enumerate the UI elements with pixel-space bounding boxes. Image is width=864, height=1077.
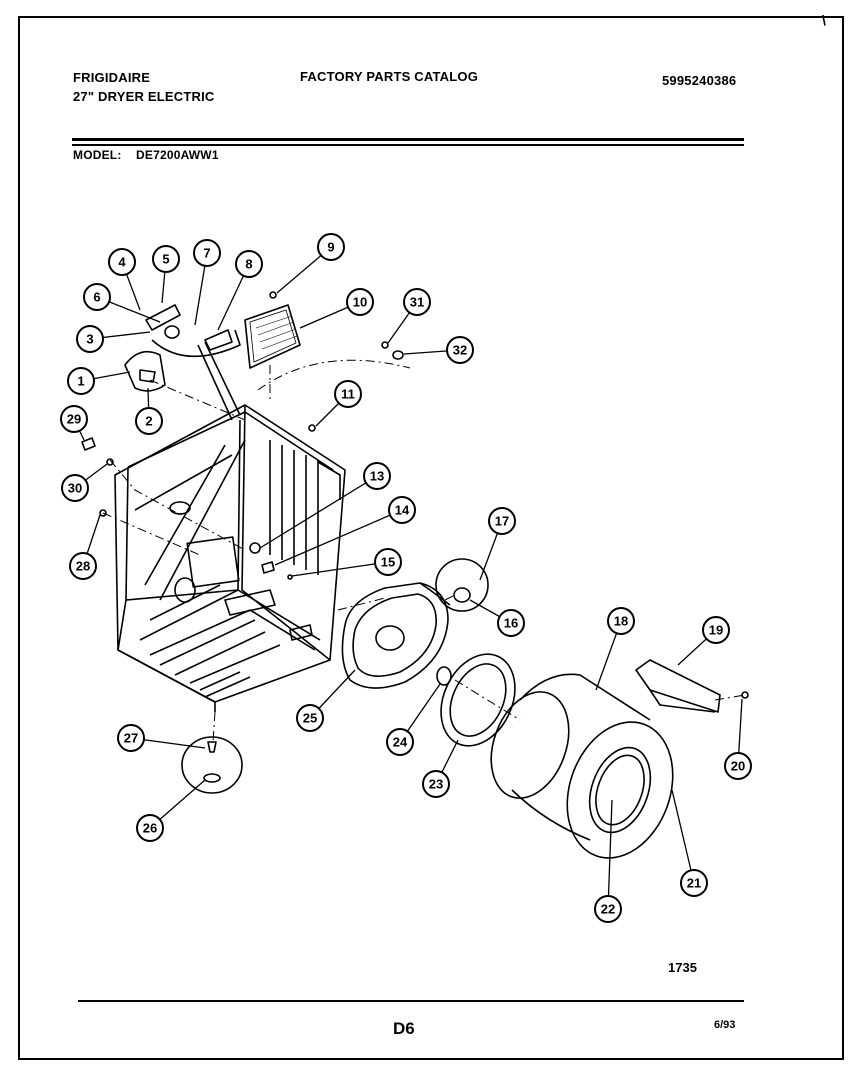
brand-label: FRIGIDAIRE bbox=[73, 70, 151, 85]
callout-label-13: 13 bbox=[370, 469, 384, 484]
footer-rule bbox=[78, 1000, 744, 1002]
callout-label-6: 6 bbox=[93, 290, 100, 305]
callout-label-1: 1 bbox=[77, 374, 84, 389]
page-code: D6 bbox=[393, 1019, 415, 1038]
routing-lines bbox=[102, 359, 746, 743]
callout-bubble-19 bbox=[702, 616, 730, 644]
leader-line-13 bbox=[259, 475, 378, 549]
callout-bubble-32 bbox=[446, 336, 474, 364]
page-border bbox=[18, 16, 844, 1060]
callout-bubble-18 bbox=[607, 607, 635, 635]
callout-bubble-21 bbox=[680, 869, 708, 897]
callout-bubble-29 bbox=[60, 405, 88, 433]
callout-label-4: 4 bbox=[118, 255, 126, 270]
leveling-leg-drawing bbox=[181, 736, 243, 794]
inset-part-17-drawing bbox=[435, 558, 489, 612]
catalog-title: FACTORY PARTS CATALOG bbox=[300, 69, 479, 84]
callout-label-27: 27 bbox=[124, 731, 138, 746]
callout-label-21: 21 bbox=[687, 876, 701, 891]
callout-bubble-7 bbox=[193, 239, 221, 267]
callout-label-5: 5 bbox=[162, 252, 169, 267]
footer-date: 6/93 bbox=[714, 1019, 736, 1031]
callout-label-8: 8 bbox=[245, 257, 252, 272]
callout-label-18: 18 bbox=[614, 614, 628, 629]
callout-label-3: 3 bbox=[86, 332, 93, 347]
callout-label-32: 32 bbox=[453, 343, 467, 358]
thermostat-drawing bbox=[124, 350, 166, 392]
drum-seal-drawing bbox=[436, 653, 516, 747]
callout-bubble-23 bbox=[422, 770, 450, 798]
callout-bubble-2 bbox=[135, 407, 163, 435]
reference-number: 1735 bbox=[668, 960, 697, 975]
callout-bubble-4 bbox=[108, 248, 136, 276]
callout-bubble-11 bbox=[334, 380, 362, 408]
drum-drawing bbox=[490, 673, 674, 859]
leader-line-22 bbox=[607, 799, 613, 910]
lint-screen-drawing bbox=[244, 304, 301, 369]
callout-label-29: 29 bbox=[67, 412, 81, 427]
callout-label-15: 15 bbox=[381, 555, 395, 570]
callout-bubble-13 bbox=[363, 462, 391, 490]
callout-bubble-5 bbox=[152, 245, 180, 273]
callout-bubble-31 bbox=[403, 288, 431, 316]
callout-bubble-3 bbox=[76, 325, 104, 353]
callout-label-7: 7 bbox=[203, 246, 210, 261]
leader-line-15 bbox=[291, 561, 389, 577]
callout-bubble-6 bbox=[83, 283, 111, 311]
callout-bubble-27 bbox=[117, 724, 145, 752]
callout-label-10: 10 bbox=[353, 295, 367, 310]
callout-label-17: 17 bbox=[495, 514, 509, 529]
cabinet-drawing bbox=[114, 404, 346, 712]
callout-bubble-26 bbox=[136, 814, 164, 842]
callout-bubble-14 bbox=[388, 496, 416, 524]
callout-bubble-22 bbox=[594, 895, 622, 923]
model-label: MODEL: bbox=[73, 148, 122, 162]
callout-label-19: 19 bbox=[709, 623, 723, 638]
header-rule-top bbox=[72, 138, 744, 141]
leader-line-14 bbox=[274, 509, 403, 566]
corner-mark: \ bbox=[822, 12, 826, 28]
callout-bubble-8 bbox=[235, 250, 263, 278]
leader-line-21 bbox=[671, 789, 695, 884]
callout-label-20: 20 bbox=[731, 759, 745, 774]
callout-label-11: 11 bbox=[341, 387, 355, 402]
callout-bubble-28 bbox=[69, 552, 97, 580]
callout-bubble-17 bbox=[488, 507, 516, 535]
callout-label-9: 9 bbox=[327, 240, 334, 255]
catalog-number: 5995240386 bbox=[662, 73, 737, 88]
model-value: DE7200AWW1 bbox=[136, 148, 219, 162]
baffle-drawing bbox=[635, 659, 721, 713]
callout-label-2: 2 bbox=[145, 414, 152, 429]
callout-label-22: 22 bbox=[601, 902, 615, 917]
callout-label-24: 24 bbox=[393, 735, 408, 750]
callout-bubble-16 bbox=[497, 609, 525, 637]
callout-bubble-20 bbox=[724, 752, 752, 780]
callout-label-26: 26 bbox=[143, 821, 157, 836]
callout-bubble-30 bbox=[61, 474, 89, 502]
callout-bubble-9 bbox=[317, 233, 345, 261]
callout-bubble-25 bbox=[296, 704, 324, 732]
callout-label-14: 14 bbox=[395, 503, 410, 518]
callout-bubble-10 bbox=[346, 288, 374, 316]
control-parts-drawing bbox=[145, 304, 241, 421]
callout-label-16: 16 bbox=[504, 616, 518, 631]
callout-label-31: 31 bbox=[410, 295, 424, 310]
callout-bubble-24 bbox=[386, 728, 414, 756]
front-bulkhead-drawing bbox=[341, 582, 451, 689]
callout-bubble-15 bbox=[374, 548, 402, 576]
callout-label-28: 28 bbox=[76, 559, 90, 574]
callout-label-25: 25 bbox=[303, 711, 317, 726]
callout-label-30: 30 bbox=[68, 481, 82, 496]
product-label: 27" DRYER ELECTRIC bbox=[73, 89, 215, 104]
callout-bubble-1 bbox=[67, 367, 95, 395]
header-rule-bottom bbox=[72, 144, 744, 146]
callout-label-23: 23 bbox=[429, 777, 443, 792]
